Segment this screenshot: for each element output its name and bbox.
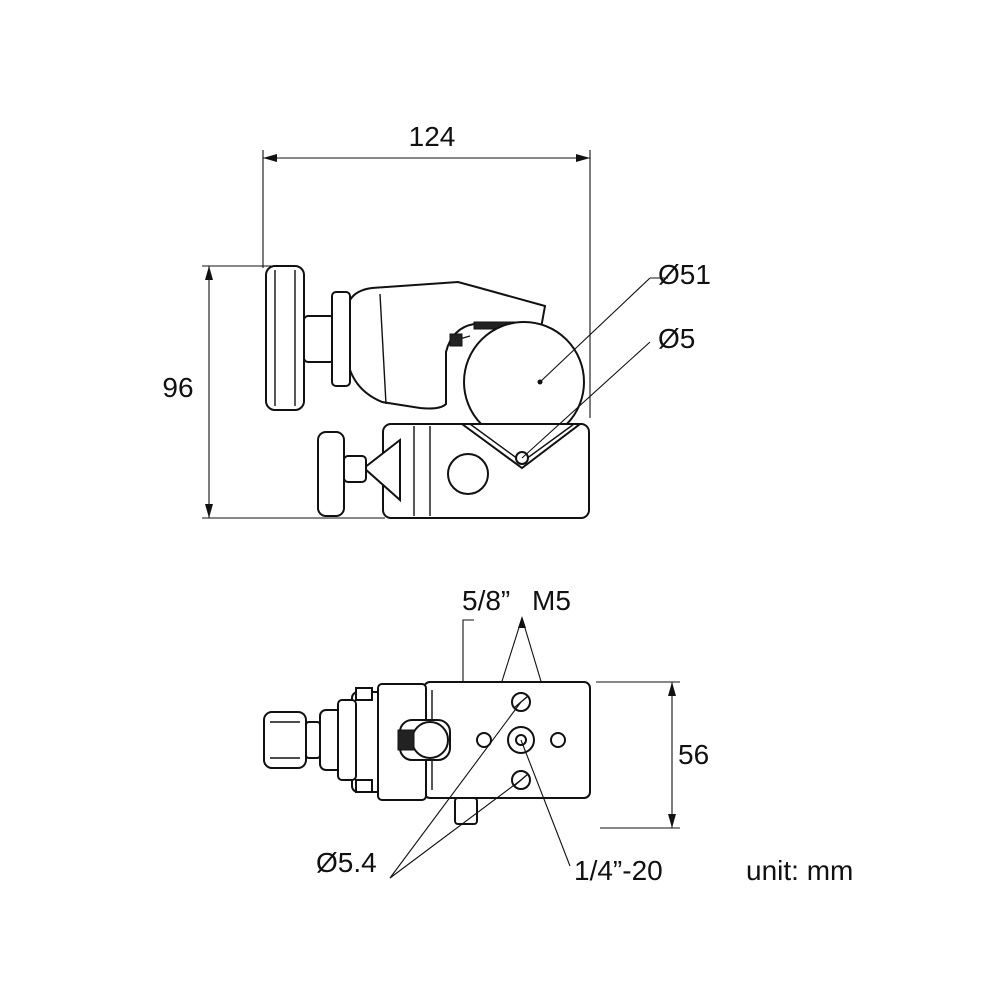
side-view: 124 96 (162, 121, 711, 519)
thread-imperial-label: 5/8” (462, 585, 510, 616)
width-dimension: 124 (262, 121, 591, 418)
lower-base (362, 423, 590, 519)
bottom-block (423, 681, 591, 825)
bottom-knob (263, 699, 357, 781)
upper-knob (265, 265, 351, 411)
bottom-jaw (351, 683, 451, 801)
depth-dimension-label: 56 (678, 739, 709, 770)
tripod-thread-label: 1/4”-20 (574, 855, 663, 886)
bottom-view: 5/8” M5 (263, 585, 709, 886)
height-dimension-label: 96 (162, 372, 193, 403)
height-dimension: 96 (162, 265, 385, 519)
depth-dimension: 56 (596, 681, 709, 829)
tube-diameter-callout: Ø51 (539, 259, 711, 383)
screw-hole-callout: Ø5.4 (316, 701, 522, 879)
screw-hole-diameter-label: Ø5.4 (316, 847, 377, 878)
width-dimension-label: 124 (409, 121, 456, 152)
lower-knob (317, 431, 367, 517)
tube-diameter-label: Ø51 (658, 259, 711, 290)
tripod-thread-callout: 1/4”-20 (520, 739, 663, 886)
hole-diameter-callout: Ø5 (521, 323, 695, 459)
clamp-jaw (349, 280, 547, 410)
hole-diameter-label: Ø5 (658, 323, 695, 354)
thread-metric-label: M5 (532, 585, 571, 616)
unit-label: unit: mm (746, 855, 853, 886)
